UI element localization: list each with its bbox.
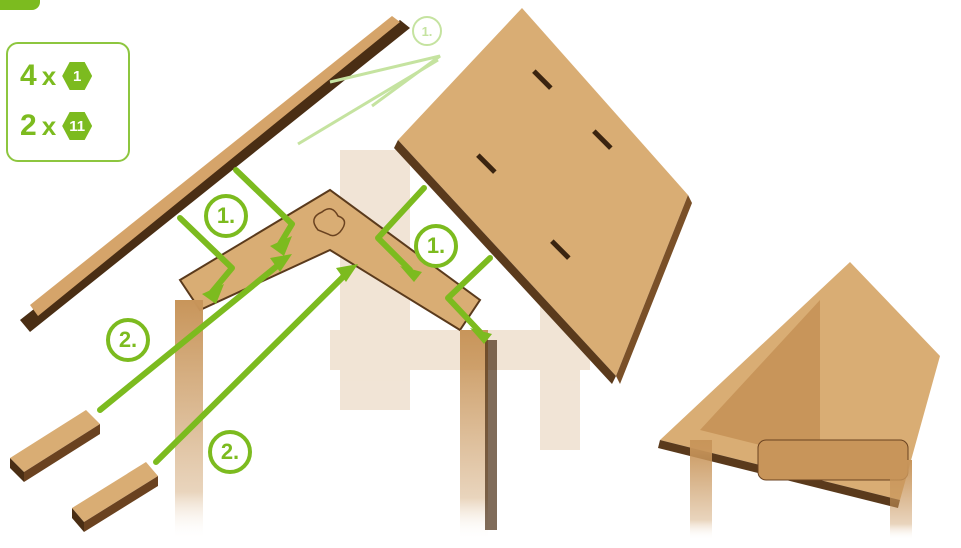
part-number-hex-icon: 11 [62,112,92,140]
step-1-badge-faded: 1. [412,16,442,46]
step-1-badge: 1. [204,194,248,238]
parts-row-2: 2 x 11 [20,104,92,148]
loose-board-1 [10,410,100,482]
parts-count: 2 [20,109,38,143]
step-2-badge: 2. [208,430,252,474]
finished-well-preview [658,262,940,540]
step-2-badge: 2. [106,318,150,362]
times-sign: x [42,111,56,142]
parts-list-box: 4 x 1 2 x 11 [6,42,130,162]
times-sign: x [42,61,56,92]
loose-board-2 [72,462,158,532]
parts-count: 4 [20,59,38,93]
parts-row-1: 4 x 1 [20,54,92,98]
step-1-badge: 1. [414,224,458,268]
part-number-hex-icon: 1 [62,62,92,90]
